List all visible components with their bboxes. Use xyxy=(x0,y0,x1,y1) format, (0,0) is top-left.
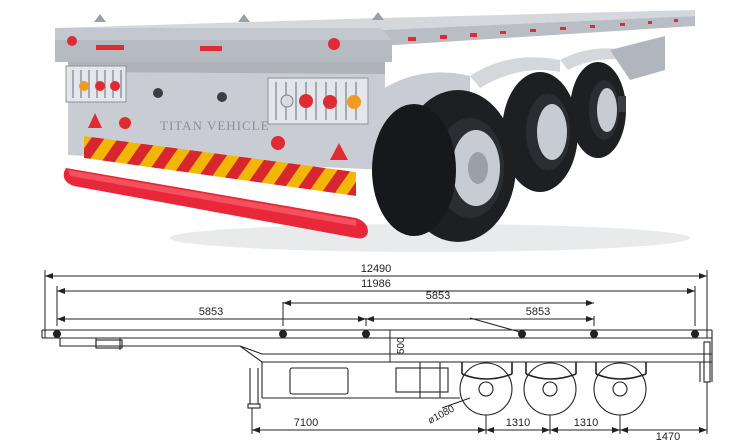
dim-rear-overhang: 1470 xyxy=(656,431,680,442)
dim-axle-spacing-2: 1310 xyxy=(574,417,598,429)
red-bumper xyxy=(63,168,368,239)
rear-panel: TITAN VEHICLE xyxy=(65,62,385,170)
dim-front-span: 5853 xyxy=(199,306,223,318)
brand-text: TITAN VEHICLE xyxy=(160,118,270,133)
technical-drawing: 12490 11986 5853 5853 5853 500 ø1080 710… xyxy=(41,263,713,442)
dim-deck-length: 11986 xyxy=(361,278,391,290)
hazard-stripe xyxy=(84,136,356,196)
dim-rear-span: 5853 xyxy=(526,306,550,318)
twist-locks xyxy=(53,330,699,338)
trailer-side-view xyxy=(41,329,713,409)
wheels xyxy=(372,36,665,242)
dim-kingpin-to-axle: 7100 xyxy=(294,417,318,429)
suspension xyxy=(461,362,647,380)
axle-wheels xyxy=(459,362,647,416)
rear-frame xyxy=(55,12,392,62)
dim-overall-length: 12490 xyxy=(361,263,392,275)
dim-axle-spacing-1: 1310 xyxy=(506,417,530,429)
dim-height: 500 xyxy=(396,337,407,354)
dim-middle-span: 5853 xyxy=(426,290,450,302)
trailer-photo: TITAN VEHICLE xyxy=(55,10,695,252)
dim-wheel-diameter: ø1080 xyxy=(426,403,457,426)
